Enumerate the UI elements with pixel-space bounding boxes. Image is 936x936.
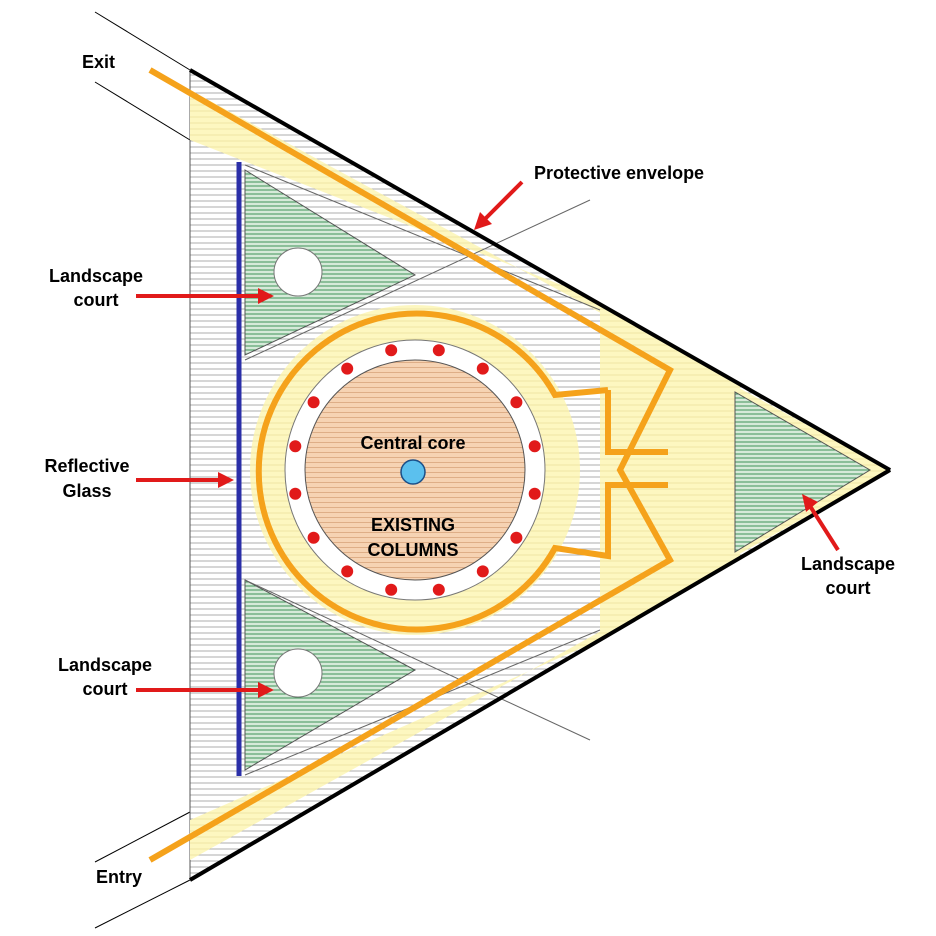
arrow-protective-envelope-head	[474, 212, 492, 230]
site-line	[94, 879, 191, 929]
existing-column	[341, 362, 354, 375]
existing-column	[341, 565, 354, 578]
landscape-court-lower	[244, 579, 417, 771]
court-tree-lower	[273, 648, 323, 698]
existing-column	[528, 487, 541, 500]
label-reflective-glass-1: Reflective	[44, 456, 129, 476]
arrow-landscape-right-head	[802, 494, 818, 512]
protective-envelope-upper	[189, 68, 891, 472]
landscape-court-upper	[244, 169, 417, 356]
label-protective-envelope: Protective envelope	[534, 163, 704, 183]
circulation-path-inner	[255, 310, 668, 633]
site-line	[94, 81, 191, 141]
label-landscape-court-upper-2: court	[74, 290, 119, 310]
existing-column	[432, 344, 445, 357]
inner-wall	[244, 199, 591, 361]
existing-column	[476, 565, 489, 578]
existing-column	[528, 440, 541, 453]
existing-column	[289, 440, 302, 453]
existing-columns-group	[289, 344, 541, 596]
label-landscape-court-right-2: court	[826, 578, 871, 598]
label-entry: Entry	[96, 867, 142, 887]
pointer-arrows	[136, 180, 840, 698]
arrow-landscape-lower-head	[258, 682, 274, 698]
label-existing-columns-1: EXISTING	[371, 515, 455, 535]
existing-column	[307, 531, 320, 544]
court-tree-upper	[273, 247, 323, 297]
inner-wall	[244, 164, 601, 311]
protective-envelope-lower	[188, 468, 892, 882]
existing-column	[432, 583, 445, 596]
label-landscape-court-lower-1: Landscape	[58, 655, 152, 675]
arrow-landscape-right	[808, 504, 840, 552]
existing-column	[510, 396, 523, 409]
landscape-court-right	[734, 391, 871, 553]
site-line	[94, 811, 191, 863]
arrow-reflective-glass-head	[218, 472, 234, 488]
label-landscape-court-right-1: Landscape	[801, 554, 895, 574]
site-line	[94, 11, 191, 71]
label-landscape-court-upper-1: Landscape	[49, 266, 143, 286]
core-center-dot	[400, 459, 426, 485]
inner-wall	[244, 579, 591, 741]
label-reflective-glass-2: Glass	[62, 481, 111, 501]
existing-column	[307, 396, 320, 409]
label-exit: Exit	[82, 52, 115, 72]
circulation-path-outer	[148, 67, 675, 863]
label-existing-columns-2: COLUMNS	[368, 540, 459, 560]
existing-column	[289, 487, 302, 500]
label-central-core: Central core	[360, 433, 465, 453]
label-landscape-court-lower-2: court	[83, 679, 128, 699]
existing-column	[385, 344, 398, 357]
existing-column	[476, 362, 489, 375]
arrow-protective-envelope	[480, 180, 524, 224]
existing-column	[510, 531, 523, 544]
arrow-landscape-upper-head	[258, 288, 274, 304]
existing-column	[385, 583, 398, 596]
